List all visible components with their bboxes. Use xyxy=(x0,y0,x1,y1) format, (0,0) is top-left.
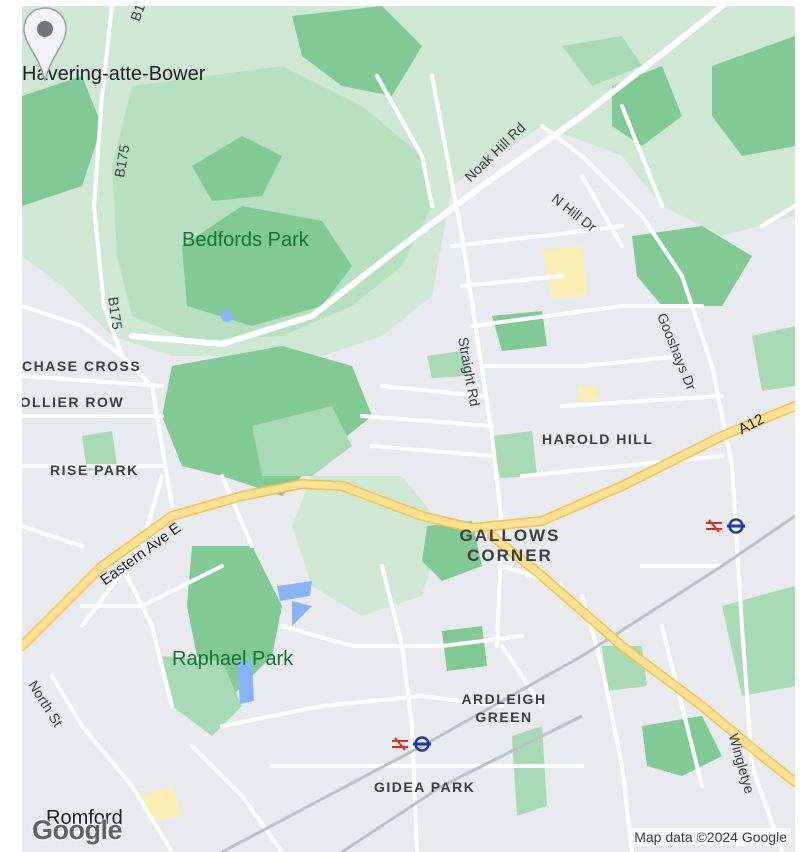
place-label-havering-atte-bower: Havering-atte-Bower xyxy=(22,63,206,85)
road-label-b175-south: B175 xyxy=(105,295,126,331)
map-tiles xyxy=(22,6,795,852)
place-label-gidea-park: GIDEA PARK xyxy=(374,779,476,795)
place-label-harold-hill: HAROLD HILL xyxy=(542,431,654,447)
place-label-rise-park: RISE PARK xyxy=(50,462,139,478)
rail-underground-station-icon[interactable] xyxy=(390,736,436,752)
place-label-chase-cross: CHASE CROSS xyxy=(22,358,142,374)
place-label-romford: Romford xyxy=(46,807,123,829)
map-copyright[interactable]: Map data ©2024 Google xyxy=(630,828,791,846)
park-label-bedfords-park: Bedfords Park xyxy=(182,229,309,251)
map-canvas[interactable]: Havering-atte-Bower CHASE CROSS COLLIER … xyxy=(22,6,795,852)
place-label-collier-row: COLLIER ROW xyxy=(22,394,125,410)
place-label-ardleigh-green: ARDLEIGH GREEN xyxy=(461,691,547,725)
google-logo[interactable]: Google xyxy=(32,815,123,845)
place-label-gallows-corner: GALLOWS CORNER xyxy=(459,526,561,565)
map-pin-icon[interactable] xyxy=(22,6,68,82)
rail-underground-station-icon[interactable] xyxy=(704,518,750,534)
park-label-raphael-park: Raphael Park xyxy=(172,648,294,670)
